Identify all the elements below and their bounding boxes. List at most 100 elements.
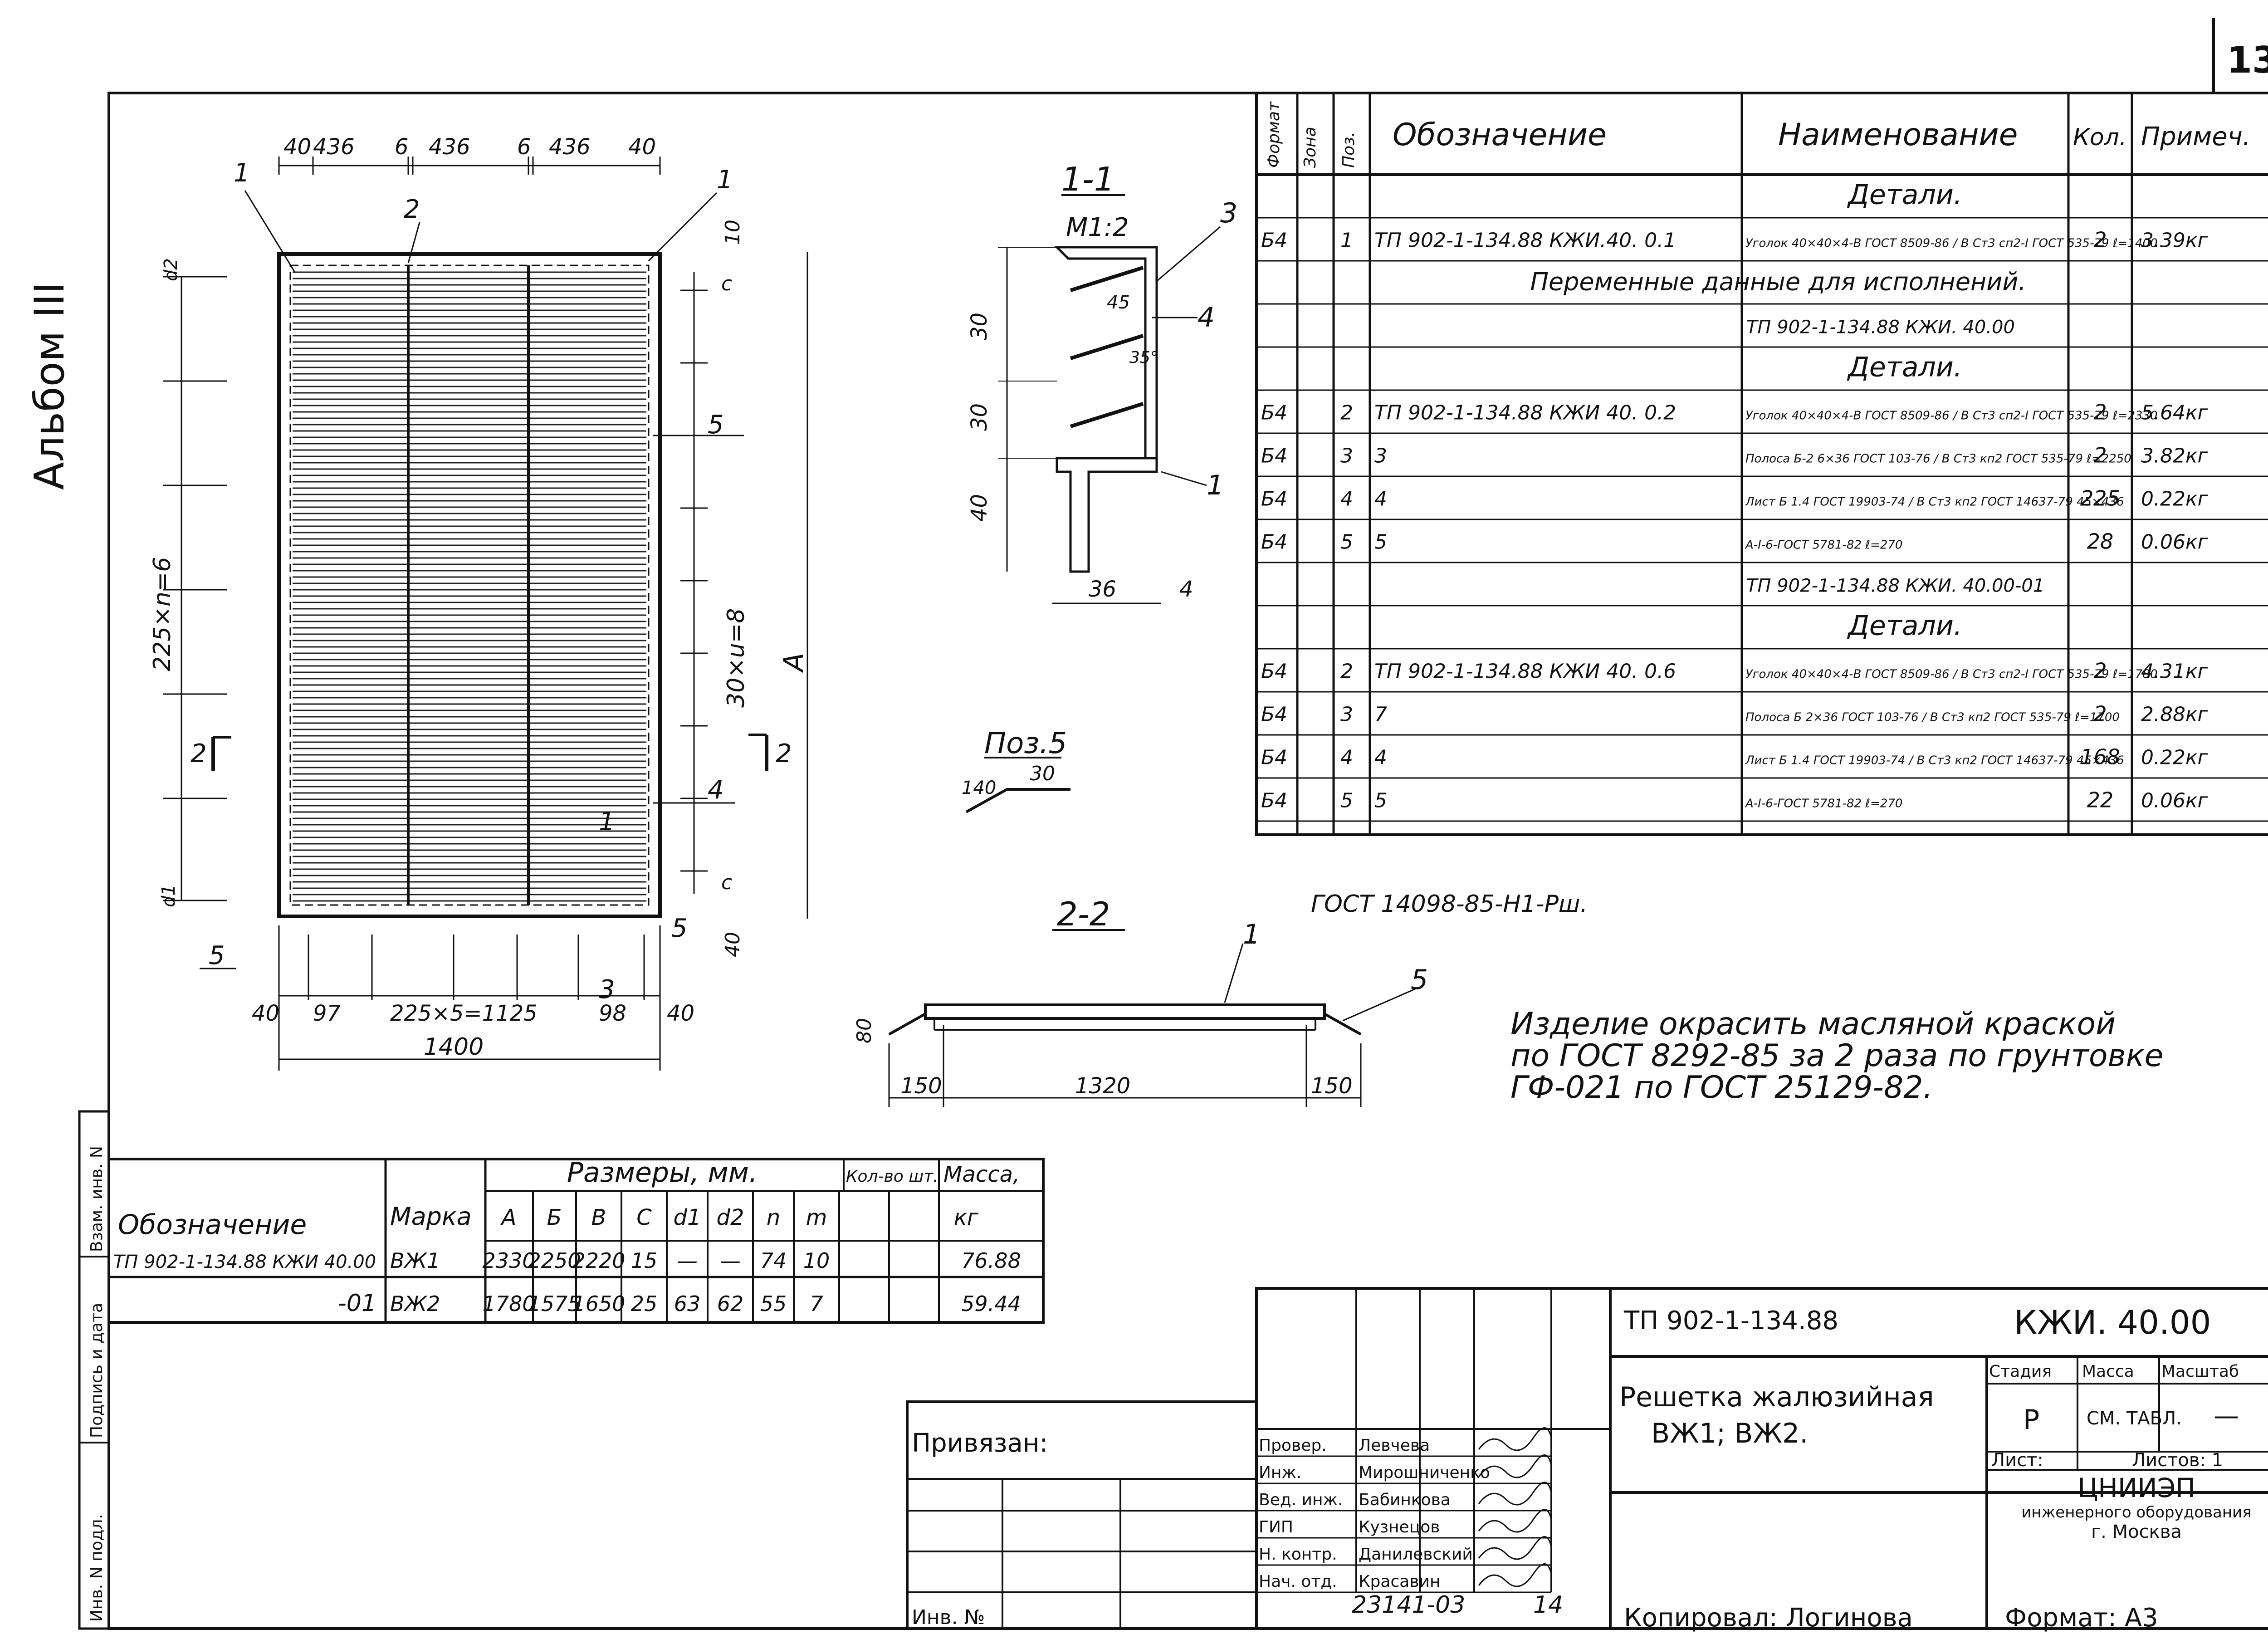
spec-h-format: Формат bbox=[1265, 101, 1283, 168]
signer-role: Провер. bbox=[1259, 1436, 1327, 1455]
sec11-callout-3: 3 bbox=[1220, 197, 1237, 229]
dim-cell: 15 bbox=[631, 1248, 658, 1273]
section-2-mark-left: 2 bbox=[191, 739, 207, 768]
signer-name: Красавин bbox=[1359, 1572, 1440, 1591]
spec-row-designation: ТП 902-1-134.88 КЖИ.40. 0.1 bbox=[1374, 229, 1676, 252]
tb-org-2: инженерного оборудования bbox=[2021, 1503, 2251, 1522]
sec11-dim-45: 45 bbox=[1107, 292, 1130, 313]
signer-role: Вед. инж. bbox=[1259, 1491, 1343, 1509]
dim-sub-header: С bbox=[636, 1205, 652, 1230]
dim-h-designation: Обозначение bbox=[118, 1209, 307, 1241]
spec-row-heading: Детали. bbox=[1847, 610, 1962, 642]
spec-row-format: Б4 bbox=[1261, 746, 1287, 769]
tb-code: ТП 902-1-134.88 bbox=[1623, 1306, 1838, 1336]
dim-cell: 62 bbox=[717, 1292, 744, 1316]
signature-scribble bbox=[1478, 1563, 1552, 1587]
spec-row-format: Б4 bbox=[1261, 660, 1287, 683]
note-line-3: ГФ-021 по ГОСТ 25129-82. bbox=[1510, 1070, 1933, 1106]
right-top-dim: 10 bbox=[721, 220, 744, 245]
bottom-dim-1: 40 bbox=[252, 1001, 279, 1026]
spec-row-mass: 4.31кг bbox=[2141, 660, 2209, 683]
spec-row-pos: 4 bbox=[1340, 488, 1353, 511]
dim-h-sizes: Размеры, мм. bbox=[567, 1157, 758, 1189]
spec-h-zone: Зона bbox=[1301, 127, 1320, 168]
dim-sub-header: А bbox=[500, 1205, 517, 1230]
spec-row-format: Б4 bbox=[1261, 229, 1287, 252]
plan-view: 40 436 6 436 6 436 40 40 97 225×5=1125 9… bbox=[149, 134, 810, 1071]
tb-org-3: г. Москва bbox=[2091, 1522, 2182, 1542]
d2-label: d2 bbox=[161, 258, 181, 281]
pos5-detail: Поз.5 140 30 bbox=[962, 727, 1070, 813]
spec-row-mass: 0.06кг bbox=[2141, 789, 2209, 812]
tb-scale: — bbox=[2214, 1401, 2239, 1431]
spec-row-mass: 5.64кг bbox=[2141, 401, 2209, 425]
dim-cell: ВЖ2 bbox=[390, 1292, 440, 1316]
signer-name: Бабинкова bbox=[1359, 1491, 1451, 1509]
signer-name: Данилевский bbox=[1359, 1545, 1473, 1564]
callout-4: 1 bbox=[234, 158, 250, 188]
margin-label-inv: Инв. N подл. bbox=[88, 1514, 106, 1622]
dim-h-mark: Марка bbox=[390, 1202, 472, 1231]
spec-row-mass: 0.06кг bbox=[2141, 531, 2209, 554]
spec-h-designation: Обозначение bbox=[1393, 117, 1607, 153]
sheet-number: 13 bbox=[2227, 39, 2268, 81]
spec-row-pos: 3 bbox=[1340, 445, 1353, 468]
section-1-mark-bottom: 3 bbox=[599, 975, 615, 1004]
signer-name: Кузнецов bbox=[1359, 1518, 1440, 1536]
signer-role: Нач. отд. bbox=[1259, 1572, 1337, 1591]
dim-cell: 10 bbox=[803, 1248, 830, 1273]
top-dim-2: 436 bbox=[313, 134, 355, 160]
spec-row-mass: 0.22кг bbox=[2141, 488, 2209, 511]
spec-row-pos: 2 bbox=[1340, 660, 1353, 683]
tb-mass: СМ. ТАБЛ. bbox=[2087, 1408, 2182, 1429]
spec-row-name: Уголок 40×40×4-В ГОСТ 8509-86 / В Ст3 сп… bbox=[1745, 668, 2158, 681]
dim-cell: 25 bbox=[631, 1292, 658, 1316]
tb-sheets-h: Листов: 1 bbox=[2132, 1450, 2223, 1471]
spec-row-qty: 2 bbox=[2093, 228, 2107, 252]
bottom-dim-2: 97 bbox=[313, 1001, 341, 1026]
callout-5-bottom: 5 bbox=[671, 914, 688, 943]
dim-sub-header: В bbox=[591, 1205, 606, 1230]
tb-copied: Копировал: Логинова bbox=[1624, 1603, 1913, 1633]
sec11-dim-35: 35° bbox=[1129, 348, 1158, 367]
dim-cell: — bbox=[677, 1248, 698, 1273]
dim-cell: 1650 bbox=[572, 1292, 625, 1316]
section-2-2-title: 2-2 bbox=[1057, 895, 1110, 933]
bottom-dim-5: 40 bbox=[667, 1001, 694, 1026]
section-1-1-title: 1-1 bbox=[1061, 160, 1115, 198]
grate-outline bbox=[277, 252, 662, 918]
top-dim-3: 6 bbox=[395, 134, 409, 160]
spec-row-pos: 2 bbox=[1340, 401, 1353, 425]
pos5-dim-30: 30 bbox=[1030, 762, 1055, 785]
sec11-dim-30a: 30 bbox=[967, 313, 992, 340]
pos5-title: Поз.5 bbox=[984, 727, 1067, 760]
left-dim: 225×n=6 bbox=[149, 557, 176, 671]
dim-cell: — bbox=[720, 1248, 741, 1273]
right-bottom-dim: 40 bbox=[721, 932, 744, 957]
spec-row-mass: 0.22кг bbox=[2141, 746, 2209, 769]
bound-block: Привязан: Инв. № bbox=[906, 1400, 1258, 1630]
pos5-dim-140: 140 bbox=[962, 778, 996, 798]
top-dim-7: 40 bbox=[628, 134, 656, 160]
tb-bottom-number: 23141-03 bbox=[1352, 1591, 1465, 1619]
spec-row-name: Лист Б 1.4 ГОСТ 19903-74 / В Ст3 кп2 ГОС… bbox=[1745, 495, 2124, 509]
spec-row-designation: 5 bbox=[1374, 531, 1387, 554]
dim-cell: ВЖ1 bbox=[390, 1248, 440, 1273]
spec-row-pos: 3 bbox=[1340, 703, 1353, 726]
inv-label: Инв. № bbox=[912, 1606, 985, 1629]
tb-title-1: Решетка жалюзийная bbox=[1619, 1381, 1934, 1413]
tb-title-2: ВЖ1; ВЖ2. bbox=[1651, 1418, 1808, 1449]
spec-row-qty: 2 bbox=[2093, 400, 2107, 425]
spec-row-heading: Детали. bbox=[1847, 179, 1962, 211]
right-dim-a: A bbox=[778, 653, 810, 673]
spec-row-pos: 1 bbox=[1340, 229, 1353, 252]
dim-sub-header: d1 bbox=[673, 1205, 701, 1230]
overall-width: 1400 bbox=[424, 1033, 484, 1061]
spec-row-name: Полоса Б-2 6×36 ГОСТ 103-76 / В Ст3 кп2 … bbox=[1745, 452, 2131, 466]
spec-row-format: Б4 bbox=[1261, 789, 1287, 812]
tb-bottom-page: 14 bbox=[1533, 1591, 1563, 1619]
spec-h-name: Наименование bbox=[1778, 117, 2018, 153]
signer-role: ГИП bbox=[1259, 1518, 1293, 1536]
spec-row-format: Б4 bbox=[1261, 703, 1287, 726]
spec-row-name: Уголок 40×40×4-В ГОСТ 8509-86 / В Ст3 сп… bbox=[1745, 409, 2158, 423]
